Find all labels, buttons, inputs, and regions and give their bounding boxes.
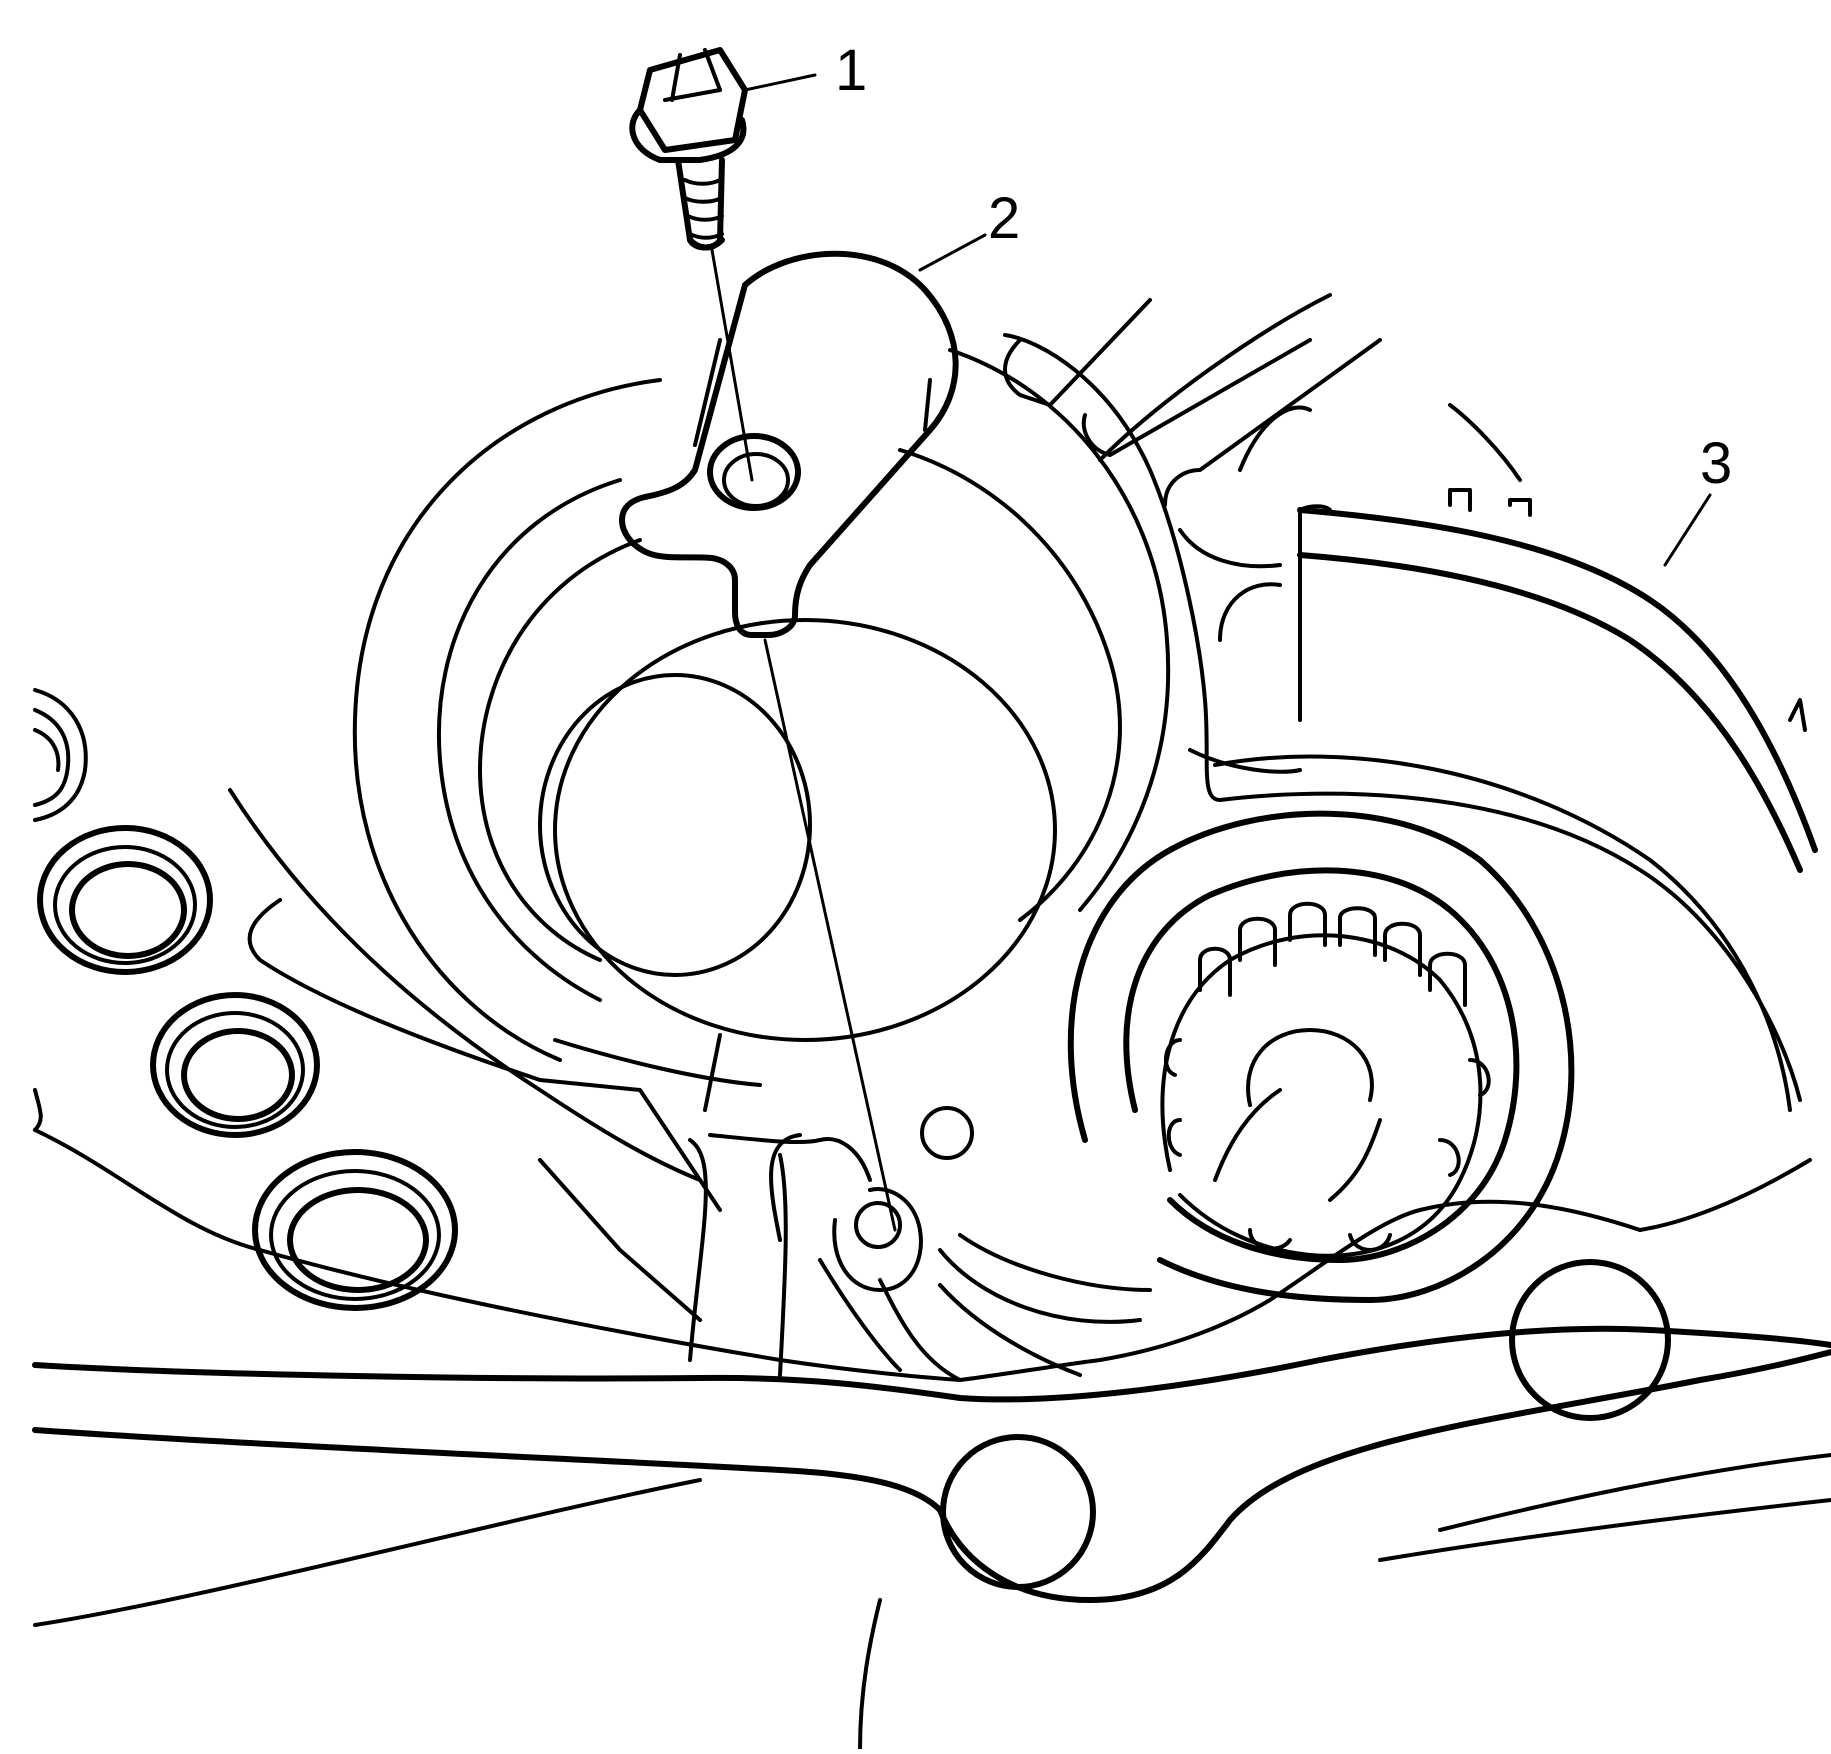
drive-gear-bore bbox=[1067, 810, 1575, 1303]
left-port-1 bbox=[37, 825, 213, 975]
center-web bbox=[688, 1033, 1152, 1382]
housing-flange bbox=[32, 1325, 1831, 1751]
callout-1: 1 bbox=[835, 38, 867, 103]
left-port-partial bbox=[33, 688, 88, 822]
callout-2: 2 bbox=[988, 186, 1020, 251]
pump-body bbox=[33, 333, 1812, 1382]
flange-bolt-hole-right bbox=[1509, 1259, 1671, 1421]
callout-3: 3 bbox=[1700, 431, 1732, 496]
flange-bolt-hole-lower bbox=[940, 1434, 1096, 1590]
retainer-plate bbox=[619, 250, 959, 638]
oil-passage bbox=[33, 788, 722, 1322]
leader-line-3 bbox=[1663, 493, 1712, 567]
bolt bbox=[629, 47, 748, 251]
leader-line-2 bbox=[918, 233, 987, 272]
left-port-3 bbox=[252, 1149, 458, 1311]
housing-ribs bbox=[1003, 293, 1382, 774]
left-port-2 bbox=[150, 992, 320, 1138]
leader-line-1 bbox=[743, 73, 817, 92]
main-bore bbox=[352, 348, 1171, 1087]
assembly-axis-line bbox=[710, 248, 897, 1232]
